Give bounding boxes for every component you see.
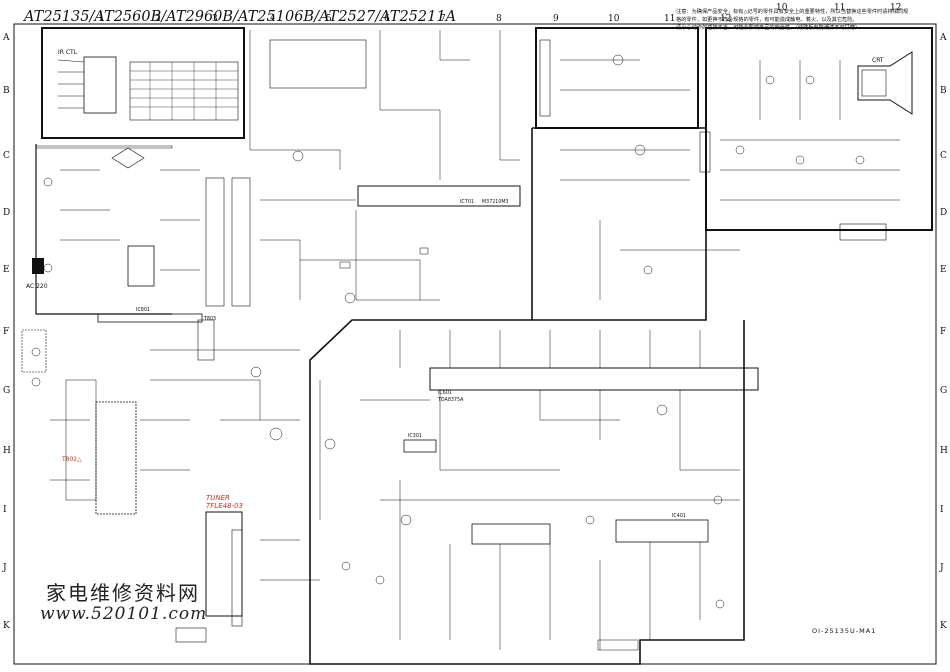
svg-text:1: 1: [98, 14, 104, 24]
svg-text:J: J: [2, 563, 7, 573]
watermark-url: www.520101.com: [40, 604, 207, 624]
video-output-block: [535, 27, 699, 129]
svg-text:9: 9: [553, 14, 559, 24]
column-labels-top: 1 2 3 4 5 6 7 8 9 10 11 12: [98, 14, 731, 24]
svg-text:G: G: [940, 386, 947, 396]
svg-text:10: 10: [608, 14, 620, 24]
svg-text:D: D: [3, 208, 10, 218]
crt-board-block: CRT: [705, 27, 933, 231]
svg-text:11: 11: [664, 14, 675, 24]
svg-text:IC801: IC801: [136, 307, 150, 313]
svg-text:C: C: [940, 151, 947, 161]
schematic-title: AT25135/AT2560B/AT2960B/AT25106B/AT2527/…: [22, 9, 456, 25]
main-signal-block: [309, 127, 745, 665]
svg-text:B: B: [3, 86, 10, 96]
row-labels-left: A B C D E F G H I J K: [2, 33, 11, 631]
svg-text:TDA8375A: TDA8375A: [437, 397, 464, 403]
svg-text:H: H: [940, 446, 948, 456]
svg-text:G: G: [3, 386, 10, 396]
svg-text:K: K: [3, 621, 10, 631]
tuner-section: TUNER TFLE48-03: [205, 494, 243, 617]
watermark-text: 家电维修资料网: [46, 581, 200, 605]
document-code: OI-25135U-MA1: [812, 627, 876, 635]
svg-text:5: 5: [326, 14, 332, 24]
connector-columns: [175, 39, 887, 643]
svg-text:C: C: [3, 151, 10, 161]
svg-text:3: 3: [212, 14, 218, 24]
svg-text:E: E: [3, 265, 10, 275]
ac-input: AC 220: [26, 258, 48, 290]
svg-text:F: F: [3, 327, 9, 337]
svg-text:F: F: [940, 327, 946, 337]
cpu-ic: IC701 M37210M3: [357, 185, 521, 207]
row-labels-right: A B C D E F G H I J K: [939, 33, 948, 631]
svg-text:A: A: [2, 33, 10, 43]
power-section: T803 IC801: [97, 147, 251, 323]
svg-text:8: 8: [496, 14, 502, 24]
svg-text:IC301: IC301: [408, 433, 422, 439]
svg-text:2: 2: [155, 14, 161, 24]
svg-text:7: 7: [440, 14, 446, 24]
main-ic: IC601 TDA8375A: [429, 367, 759, 403]
wiring: [50, 30, 900, 650]
svg-text:TUNER: TUNER: [206, 494, 230, 502]
svg-text:B: B: [940, 86, 947, 96]
column-labels-top-2: 10 11 12: [776, 3, 901, 13]
svg-text:M37210M3: M37210M3: [482, 199, 509, 205]
svg-text:A: A: [939, 33, 947, 43]
svg-text:T803: T803: [203, 316, 216, 322]
svg-text:I: I: [3, 505, 7, 515]
svg-text:注意：为确保产品安全，标有△记号的零件具有安全上的重要特性，: 注意：为确保产品安全，标有△记号的零件具有安全上的重要特性，所以当替换这些零件时…: [676, 7, 908, 15]
svg-text:6: 6: [384, 14, 390, 24]
svg-text:I: I: [940, 505, 944, 515]
svg-text:IC701: IC701: [460, 199, 474, 205]
svg-text:10: 10: [776, 3, 788, 13]
component-marks: [31, 54, 865, 651]
ir-ctl-label: IR CTL: [58, 49, 78, 56]
svg-text:12: 12: [720, 14, 731, 24]
svg-text:AC 220: AC 220: [26, 283, 48, 290]
svg-text:格的零件，如更换不符合规格的零件，有可能造成触电、着火、以及: 格的零件，如更换不符合规格的零件，有可能造成触电、着火、以及其它危险。: [676, 15, 858, 23]
svg-text:IC401: IC401: [672, 513, 686, 519]
svg-text:12: 12: [890, 3, 901, 13]
svg-text:D: D: [940, 208, 947, 218]
crt-label: CRT: [872, 57, 884, 64]
svg-text:IC601: IC601: [438, 390, 452, 396]
svg-text:11: 11: [834, 3, 845, 13]
svg-text:E: E: [940, 265, 947, 275]
svg-text:4: 4: [270, 14, 276, 24]
ir-control-block: IR CTL: [41, 27, 245, 139]
audio-field-ics: IC301 IC401: [197, 39, 709, 545]
svg-text:J: J: [939, 563, 944, 573]
svg-text:K: K: [940, 621, 947, 631]
flyback-section: T802△: [21, 329, 137, 515]
svg-text:H: H: [3, 446, 11, 456]
power-supply-block: [35, 144, 173, 315]
svg-text:T802△: T802△: [61, 456, 82, 463]
svg-text:TFLE48-03: TFLE48-03: [206, 502, 243, 510]
